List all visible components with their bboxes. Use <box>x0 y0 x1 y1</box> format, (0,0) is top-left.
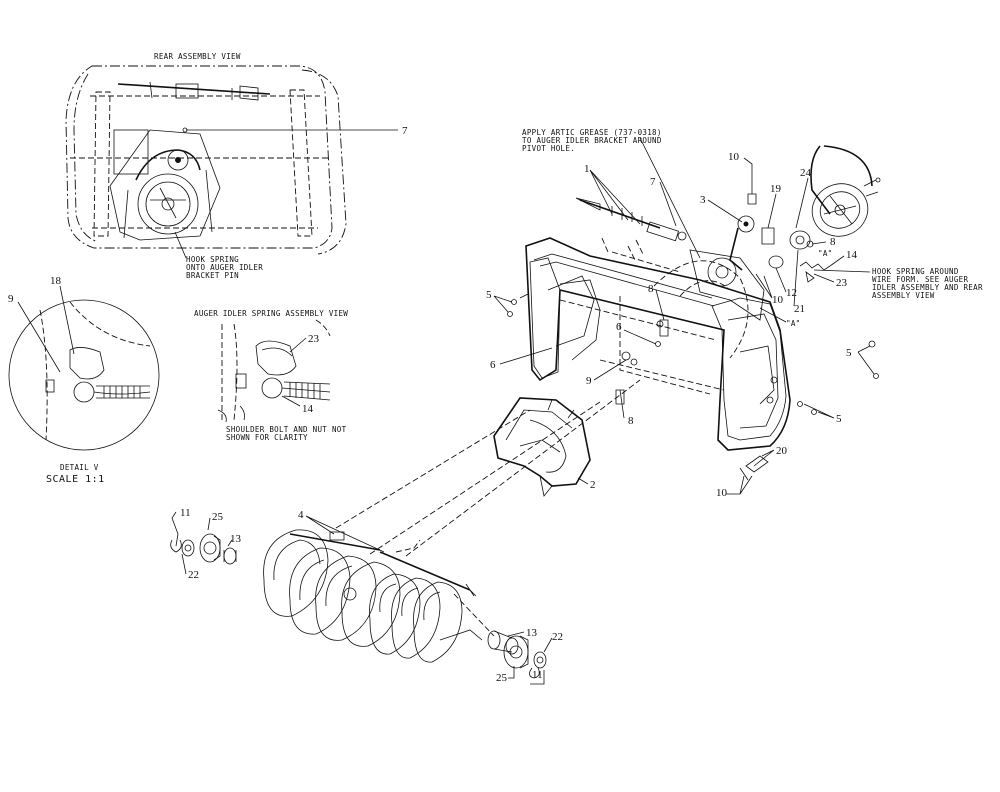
callout-18: 18 <box>50 275 62 287</box>
callout-2: 2 <box>590 479 596 491</box>
shaft-collar <box>175 83 199 99</box>
note-artic-grease-1: APPLY ARTIC GREASE (737-0318) <box>522 128 662 137</box>
callout-6-left: 6 <box>490 359 496 371</box>
note-hook-spring-wire-4: ASSEMBLY VIEW <box>872 291 935 300</box>
detail-title: DETAIL V <box>60 463 99 472</box>
note-hook-spring-rear-3: BRACKET PIN <box>186 271 239 280</box>
impeller-housing: 2 <box>493 397 596 497</box>
auger-pulley <box>811 183 869 237</box>
callout-1: 1 <box>584 163 590 175</box>
callout-14-main: 14 <box>846 249 858 261</box>
callout-11-left: 11 <box>180 507 191 519</box>
callout-8-bottom: 8 <box>628 415 634 427</box>
callout-6-inner: 6 <box>616 321 622 333</box>
marker-a-top: "A" <box>786 319 800 328</box>
marker-a-bottom: "A" <box>818 249 832 258</box>
callout-22-left: 22 <box>188 569 199 581</box>
engine-block <box>113 129 149 175</box>
callouts-lower-right: 20 10 <box>716 445 788 499</box>
auger-spirals: 4 <box>263 509 483 663</box>
detail-circle <box>8 299 160 451</box>
callout-20: 20 <box>776 445 788 457</box>
callout-12: 12 <box>786 287 797 299</box>
callout-7-main: 7 <box>650 176 656 188</box>
note-hook-spring-wire-2: WIRE FORM. SEE AUGER <box>872 275 968 284</box>
callout-7-rear: 7 <box>402 125 408 137</box>
callouts-top-right: 10 7 3 19 24 8 "A" 14 2 <box>650 145 983 315</box>
rear-view-title: REAR ASSEMBLY VIEW <box>154 52 241 61</box>
auger-housing: "A" <box>525 237 800 451</box>
auger-shaft-assembly: 1 <box>575 163 687 273</box>
callout-21: 21 <box>794 303 805 315</box>
callout-23-detail: 23 <box>308 333 320 345</box>
note-hook-spring-rear-2: ONTO AUGER IDLER <box>186 263 263 272</box>
callout-24: 24 <box>800 167 812 179</box>
assembly-line-1 <box>335 409 531 529</box>
note-artic-grease-3: PIVOT HOLE. <box>522 144 575 153</box>
callout-14-detail: 14 <box>302 403 314 415</box>
grease-note: APPLY ARTIC GREASE (737-0318) TO AUGER I… <box>522 128 701 259</box>
callout-25-left: 25 <box>212 511 224 523</box>
auger-idler-spring-view: AUGER IDLER SPRING ASSEMBLY VIEW 23 14 S… <box>194 309 348 442</box>
detail-scale: SCALE 1:1 <box>46 474 105 485</box>
callout-23-main: 23 <box>836 277 848 289</box>
bearing-group-right: 13 22 25 11 <box>487 627 563 685</box>
note-hook-spring-rear-1: HOOK SPRING <box>186 255 239 264</box>
callout-5-left: 5 <box>486 289 492 301</box>
note-hook-spring-wire-1: HOOK SPRING AROUND <box>872 267 959 276</box>
auger-idler-view-title: AUGER IDLER SPRING ASSEMBLY VIEW <box>194 309 348 318</box>
callout-10-mid: 10 <box>772 294 784 306</box>
drive-pulley <box>137 173 199 235</box>
callout-25-right: 25 <box>496 672 508 684</box>
callout-19: 19 <box>770 183 782 195</box>
callout-13-left: 13 <box>230 533 242 545</box>
note-shoulder-bolt-1: SHOULDER BOLT AND NUT NOT <box>226 425 347 434</box>
assembly-line-4 <box>453 593 495 637</box>
callouts-housing: 5 8 6 6 9 8 5 5 <box>486 283 879 427</box>
callout-8-mid: 8 <box>648 283 654 295</box>
callout-10-bottom: 10 <box>716 487 728 499</box>
callout-5-lower: 5 <box>836 413 842 425</box>
assembly-line-2 <box>369 401 601 555</box>
callout-13-right: 13 <box>526 627 538 639</box>
detail-v: 18 9 DETAIL V SCALE 1:1 <box>8 275 160 485</box>
callout-10-top: 10 <box>728 151 740 163</box>
callout-11-right: 11 <box>532 669 543 681</box>
note-artic-grease-2: TO AUGER IDLER BRACKET AROUND <box>522 136 662 145</box>
bearing-group-left: 11 25 13 22 <box>170 507 242 581</box>
callout-9-main: 9 <box>586 375 592 387</box>
note-hook-spring-wire-3: IDLER ASSEMBLY AND REAR <box>872 283 983 292</box>
assembly-line-3 <box>405 379 641 557</box>
callout-9-detail: 9 <box>8 293 14 305</box>
callout-4: 4 <box>298 509 304 521</box>
note-shoulder-bolt-2: SHOWN FOR CLARITY <box>226 433 308 442</box>
callout-3: 3 <box>700 194 706 206</box>
callout-5-right: 5 <box>846 347 852 359</box>
callout-22-right: 22 <box>552 631 563 643</box>
rear-assembly-view: REAR ASSEMBLY VIEW HOOK SPRING ONTO AUGE… <box>65 52 408 280</box>
callout-8-top: 8 <box>830 236 836 248</box>
